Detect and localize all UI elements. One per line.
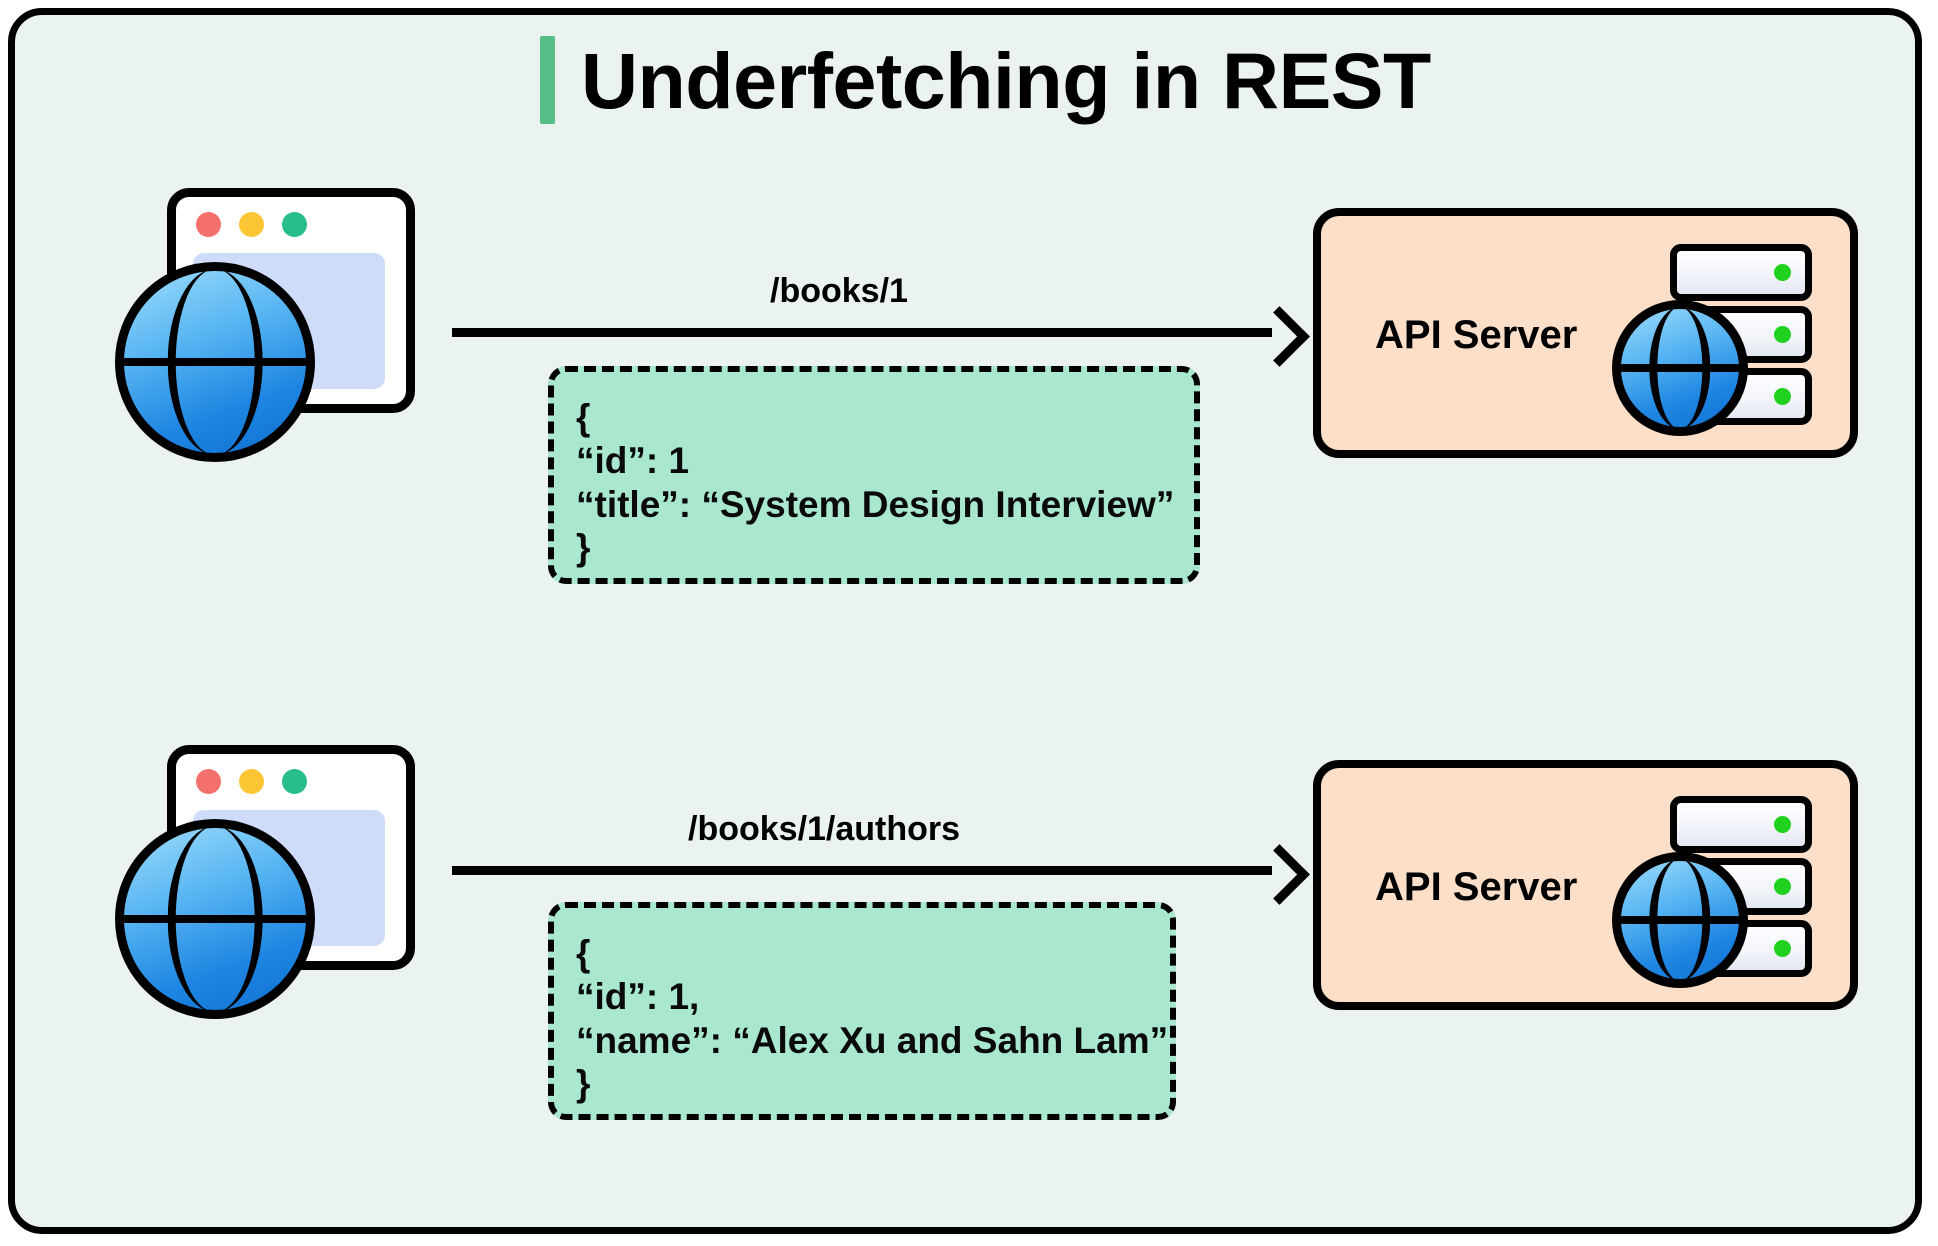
server-rack-globe-icon-row2	[1612, 796, 1812, 991]
browser-dot-yellow-icon	[239, 212, 264, 237]
browser-dot-red-icon	[196, 212, 221, 237]
request-arrow-row2	[452, 844, 1310, 905]
response-line: “name”: “Alex Xu and Sahn Lam”	[576, 1019, 1169, 1061]
globe-equator	[124, 915, 306, 923]
arrow-shaft	[452, 866, 1272, 875]
globe-equator	[1621, 364, 1739, 372]
client-browser-globe-icon-row1	[115, 188, 415, 473]
request-label-row1: /books/1	[770, 272, 908, 310]
arrow-shaft	[452, 328, 1272, 337]
server-rack-unit	[1670, 244, 1812, 301]
title-accent-bar	[540, 36, 555, 124]
client-browser-globe-icon-row2	[115, 745, 415, 1030]
response-box-row1: { “id”: 1 “title”: “System Design Interv…	[548, 366, 1200, 584]
server-rack-globe-icon-row1	[1612, 244, 1812, 439]
globe-equator	[1621, 916, 1739, 924]
response-line: “id”: 1	[576, 440, 690, 482]
response-line: {	[576, 397, 591, 438]
response-line: }	[576, 526, 591, 568]
browser-traffic-lights	[196, 769, 307, 794]
browser-dot-red-icon	[196, 769, 221, 794]
request-label-row2: /books/1/authors	[688, 810, 961, 848]
server-status-led-icon	[1774, 325, 1791, 343]
browser-dot-green-icon	[282, 212, 307, 237]
globe-icon	[115, 262, 315, 462]
response-line: “id”: 1,	[576, 976, 700, 1018]
request-arrow-row1	[452, 306, 1310, 367]
browser-dot-yellow-icon	[239, 769, 264, 794]
globe-icon	[1612, 300, 1748, 436]
response-box-row2: { “id”: 1, “name”: “Alex Xu and Sahn Lam…	[548, 902, 1176, 1120]
server-status-led-icon	[1774, 877, 1791, 895]
response-line: “title”: “System Design Interview”	[576, 483, 1175, 525]
server-status-led-icon	[1774, 263, 1791, 281]
globe-icon	[1612, 852, 1748, 988]
server-status-led-icon	[1774, 815, 1791, 833]
response-line: {	[576, 933, 591, 974]
api-server-label-row1: API Server	[1375, 313, 1578, 357]
server-rack-unit	[1670, 796, 1812, 853]
title-block: Underfetching in REST	[540, 36, 1431, 124]
server-status-led-icon	[1774, 387, 1791, 405]
globe-icon	[115, 819, 315, 1019]
browser-dot-green-icon	[282, 769, 307, 794]
page-title: Underfetching in REST	[581, 35, 1431, 125]
globe-equator	[124, 358, 306, 366]
browser-traffic-lights	[196, 212, 307, 237]
response-line: }	[576, 1062, 591, 1104]
server-status-led-icon	[1774, 939, 1791, 957]
api-server-label-row2: API Server	[1375, 865, 1578, 909]
